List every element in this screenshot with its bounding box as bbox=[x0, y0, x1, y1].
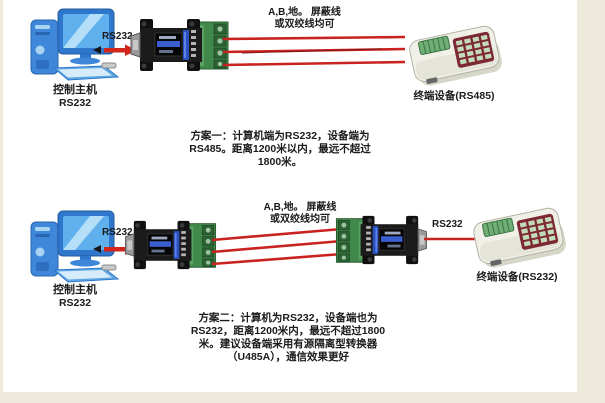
device-link-label: RS232 bbox=[432, 219, 463, 230]
scheme1-note: 方案一：计算机端为RS232，设备端为 RS485。距离1200米以内，最远不超… bbox=[152, 130, 408, 169]
bus-label: A,B,地。 屏蔽线 或双绞线均可 bbox=[232, 7, 377, 31]
terminal-label: 终端设备(RS232) bbox=[476, 271, 558, 283]
scheme2-note: 方案二：计算机为RS232，设备端也为 RS232，距离1200米内，最远不超过… bbox=[148, 312, 428, 364]
host-computer-icon bbox=[30, 8, 120, 81]
host-link-label: RS232 bbox=[102, 227, 133, 238]
scheme2-note-line2: RS232，距离1200米内，最远不超过1800 bbox=[190, 325, 386, 337]
bus-label: A,B,地。 屏蔽线 或双绞线均可 bbox=[230, 202, 370, 226]
bus-label-line2: 或双绞线均可 bbox=[270, 214, 330, 225]
bus-wires bbox=[222, 35, 406, 67]
terminal-device-icon bbox=[473, 207, 566, 268]
host-link-label: RS232 bbox=[102, 31, 133, 42]
rs485-rs232-converter-icon-mirrored bbox=[335, 215, 427, 265]
terminal-label: 终端设备(RS485) bbox=[413, 90, 495, 102]
scheme2-note-line1: 方案二：计算机为RS232，设备端也为 bbox=[198, 312, 378, 324]
host-computer-icon bbox=[30, 210, 120, 283]
bus-label-line2: 或双绞线均可 bbox=[274, 19, 335, 30]
host-port-label: RS232 bbox=[58, 97, 92, 109]
rs232-rs485-converter-icon bbox=[130, 19, 229, 71]
scheme1-note-line2: RS485。距离1200米以内，最远不超过 bbox=[189, 143, 371, 155]
terminal-device-icon bbox=[409, 25, 502, 86]
scheme1-note-line1: 方案一：计算机端为RS232，设备端为 bbox=[190, 130, 370, 142]
rs232-rs485-converter-icon bbox=[125, 220, 217, 270]
scheme2-note-line4: （U485A），通信效果更好 bbox=[227, 351, 349, 363]
host-label: 控制主机 bbox=[53, 284, 97, 296]
host-port-label: RS232 bbox=[58, 297, 92, 309]
bus-label-line1: A,B,地。 屏蔽线 bbox=[268, 7, 341, 18]
scheme2-note-line3: 米。建议设备端采用有源隔离型转换器 bbox=[198, 338, 378, 350]
page-border-right bbox=[577, 0, 605, 403]
bus-label-line1: A,B,地。 屏蔽线 bbox=[263, 202, 337, 213]
host-label: 控制主机 bbox=[53, 84, 97, 96]
page-border-left bbox=[0, 0, 3, 403]
scheme1-note-line3: 1800米。 bbox=[257, 156, 303, 168]
page-border-bottom bbox=[0, 392, 605, 403]
bus-wires bbox=[212, 227, 342, 266]
